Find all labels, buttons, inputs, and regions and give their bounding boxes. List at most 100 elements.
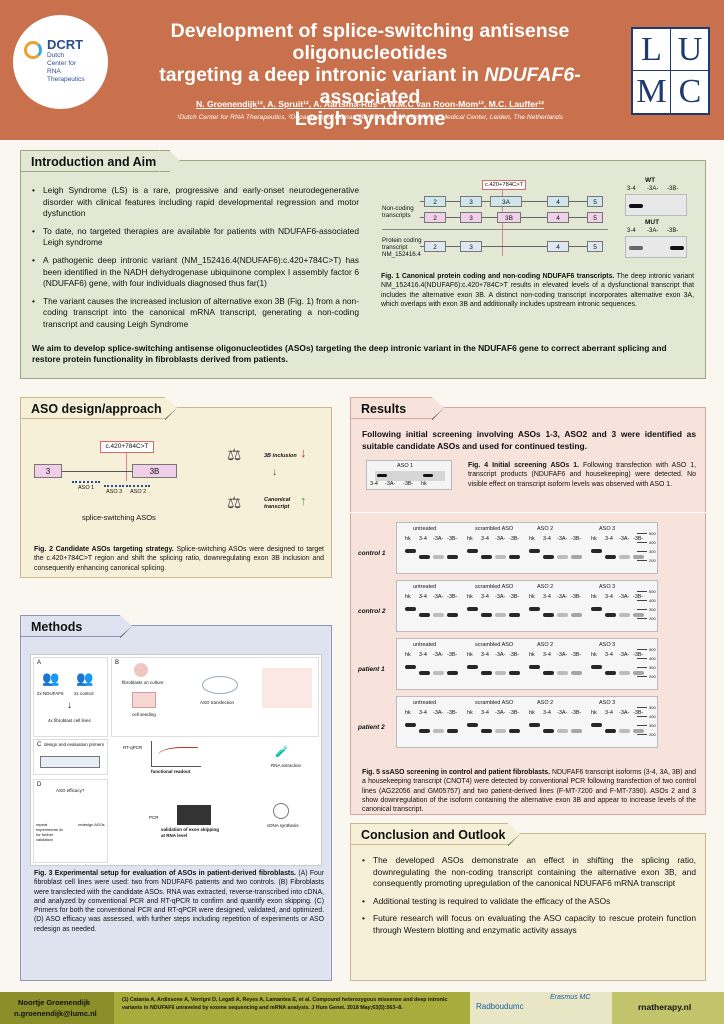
fig5-band <box>509 555 520 559</box>
exon-box: 3 <box>460 196 482 207</box>
fig5-lane-label: -3B- <box>571 652 582 658</box>
fig4-gel: ASO 1 <box>366 460 452 490</box>
fig5-lane-label: -3A- <box>619 594 630 600</box>
fig5-band <box>543 613 554 617</box>
exon-box: 4 <box>547 241 569 252</box>
ladder-label: 200 <box>649 674 656 679</box>
ladder-band <box>637 542 647 543</box>
fig5-lane-label: -3B- <box>571 594 582 600</box>
fig5-band <box>633 613 644 617</box>
fig5-lane-label: -3B- <box>447 652 458 658</box>
fig5-band <box>591 607 602 611</box>
fig5-lane-label: 3-4 <box>419 652 427 658</box>
fig5-band <box>405 607 416 611</box>
fig5-band <box>605 613 616 617</box>
fig5-lane-label: 3-4 <box>543 536 551 542</box>
panel-d: D ASO efficacy? repeat experiments 3x fo… <box>33 779 108 863</box>
fig5-band <box>571 671 582 675</box>
fig5-lane-label: -3B- <box>571 710 582 716</box>
fig5-band <box>543 671 554 675</box>
fig2-caption: Fig. 2 Candidate ASOs targeting strategy… <box>34 546 324 572</box>
website-link[interactable]: rnatherapy.nl <box>638 1002 692 1012</box>
fig5-group-label: untreated <box>413 700 437 706</box>
fig5-band <box>419 729 430 733</box>
ladder-label: 500 <box>649 705 656 710</box>
radboud-logo: Radboudumc <box>476 1002 524 1011</box>
fig5-band <box>591 665 602 669</box>
fig5-band <box>481 729 492 733</box>
results-tab: Results <box>350 397 443 420</box>
fig5-lane-label: -3B- <box>571 536 582 542</box>
exon-box: 5 <box>587 241 603 252</box>
fig5-lane-label: 3-4 <box>481 652 489 658</box>
fig5-band <box>619 555 630 559</box>
fig5-lane-label: -3B- <box>633 594 644 600</box>
affiliations: ¹Dutch Center for RNA Therapeutics, ²Dep… <box>177 114 563 121</box>
aso3-mark <box>104 485 124 487</box>
poster-title: Development of splice-switching antisens… <box>159 20 581 130</box>
fig5-lane-label: -3B- <box>447 536 458 542</box>
ladder-band <box>637 609 647 610</box>
exon-box: 5 <box>587 196 603 207</box>
ladder-band <box>637 725 647 726</box>
splice-switching-label: splice-switching ASOs <box>82 513 156 522</box>
fig5-band <box>495 671 506 675</box>
exon-box: 3B <box>497 212 521 223</box>
fig5-band <box>467 723 478 727</box>
fig5-band <box>447 555 458 559</box>
ladder-label: 400 <box>649 540 656 545</box>
fig5-group-label: untreated <box>413 642 437 648</box>
fig5-band <box>495 555 506 559</box>
fig5-lane-label: hk <box>467 710 473 716</box>
fig5-band <box>557 613 568 617</box>
fig5-lane-label: -3A- <box>619 536 630 542</box>
panel-c: C design and evaluation primers <box>33 739 108 775</box>
intro-tab: Introduction and Aim <box>20 150 181 173</box>
ladder-label: 400 <box>649 656 656 661</box>
fig5-lane-label: -3A- <box>557 652 568 658</box>
fig5-lane-label: hk <box>405 710 411 716</box>
fig5-band <box>529 549 540 553</box>
gel-icon <box>177 805 211 825</box>
ladder-label: 500 <box>649 531 656 536</box>
person-icon: 👥 <box>42 670 60 686</box>
exon-box: 2 <box>424 196 446 207</box>
fig5-band <box>481 613 492 617</box>
fig5-band <box>481 555 492 559</box>
fig5-band <box>419 671 430 675</box>
ladder-band <box>637 591 647 592</box>
fig5-band <box>495 613 506 617</box>
fig5-band <box>591 723 602 727</box>
fig5-lane-label: 3-4 <box>481 710 489 716</box>
primer-icon <box>40 756 100 768</box>
results-tab-arrow <box>432 397 444 419</box>
fig5-group-label: untreated <box>413 526 437 532</box>
panel-b: B fibroblasts on culture cell seeding AS… <box>111 657 319 737</box>
fig5-lane-label: hk <box>591 594 597 600</box>
fig5-lane-label: -3A- <box>495 710 506 716</box>
lumc-logo: L U M C <box>631 27 710 115</box>
fig5-band <box>529 723 540 727</box>
fig5-lane-label: hk <box>467 594 473 600</box>
fig5-band <box>419 555 430 559</box>
exon-box: 4 <box>547 212 569 223</box>
erasmus-logo: Erasmus MC <box>550 994 591 1001</box>
fig5-band <box>633 671 644 675</box>
tube-icon: 🧪 <box>275 746 289 758</box>
fig5-lane-label: -3A- <box>495 652 506 658</box>
email-link[interactable]: n.groenendijk@lumc.nl <box>14 1009 97 1018</box>
ladder-band <box>637 551 647 552</box>
fig5-band <box>433 729 444 733</box>
dcrt-logo: DCRT Dutch Center for RNA Therapeutics <box>13 15 108 109</box>
fig1-gels: WT 3-4 -3A- -3B- MUT 3-4 -3A- -3B- <box>625 174 695 266</box>
fig5-band <box>509 671 520 675</box>
fig5-band <box>447 671 458 675</box>
fig5-band <box>605 671 616 675</box>
ladder-band <box>637 560 647 561</box>
fig3-caption: Fig. 3 Experimental setup for evaluation… <box>34 870 324 933</box>
ladder-label: 200 <box>649 558 656 563</box>
fig5-lane-label: -3B- <box>633 652 644 658</box>
fig5-lane-label: -3A- <box>619 652 630 658</box>
